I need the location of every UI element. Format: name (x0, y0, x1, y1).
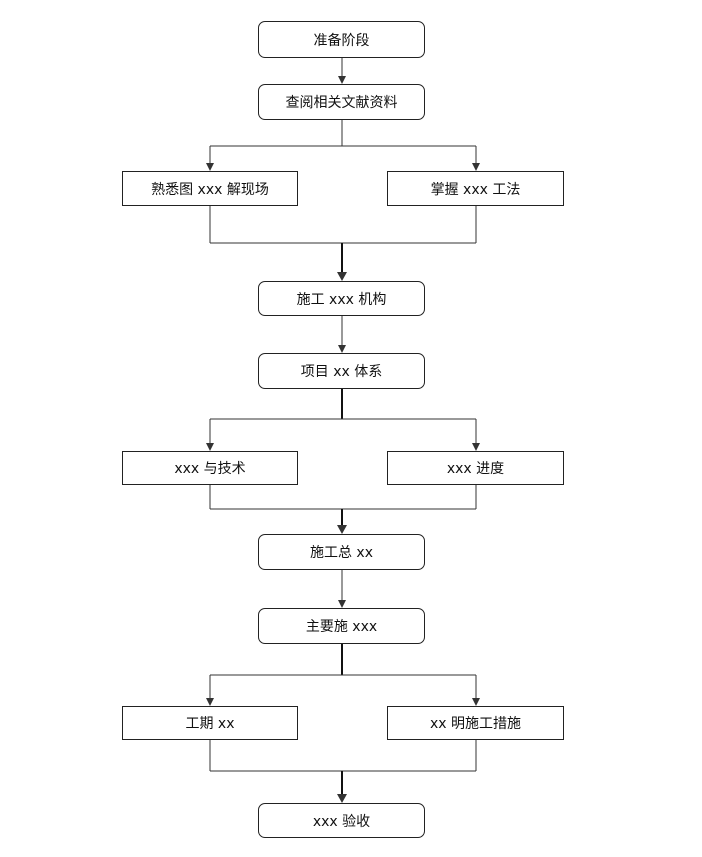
arrowhead-left-1 (206, 163, 214, 171)
node-main-construction: 主要施 xxx (258, 608, 425, 644)
node-familiarize-drawings: 熟悉图 xxx 解现场 (122, 171, 298, 206)
arrowhead-n1-n2 (338, 76, 346, 84)
arrowhead-right-2 (472, 443, 480, 451)
arrowhead-right-1 (472, 163, 480, 171)
node-preparation-stage: 准备阶段 (258, 21, 425, 58)
arrowhead-left-2 (206, 443, 214, 451)
arrowhead-left-3 (206, 698, 214, 706)
node-quality-technology: xxx 与技术 (122, 451, 298, 485)
node-literature-review: 查阅相关文献资料 (258, 84, 425, 120)
arrowhead-n8 (338, 600, 346, 608)
node-acceptance: xxx 验收 (258, 803, 425, 838)
node-schedule: 工期 xx (122, 706, 298, 740)
node-civilized-construction: xx 明施工措施 (387, 706, 564, 740)
arrowhead-right-3 (472, 698, 480, 706)
arrowhead-n4 (337, 272, 347, 281)
node-construction-organization: 施工 xxx 机构 (258, 281, 425, 316)
arrowhead-n7 (337, 525, 347, 534)
node-project-system: 项目 xx 体系 (258, 353, 425, 389)
arrowhead-n10 (337, 794, 347, 803)
node-general-construction: 施工总 xx (258, 534, 425, 570)
node-master-method: 掌握 xxx 工法 (387, 171, 564, 206)
arrowhead-n5 (338, 345, 346, 353)
node-progress: xxx 进度 (387, 451, 564, 485)
